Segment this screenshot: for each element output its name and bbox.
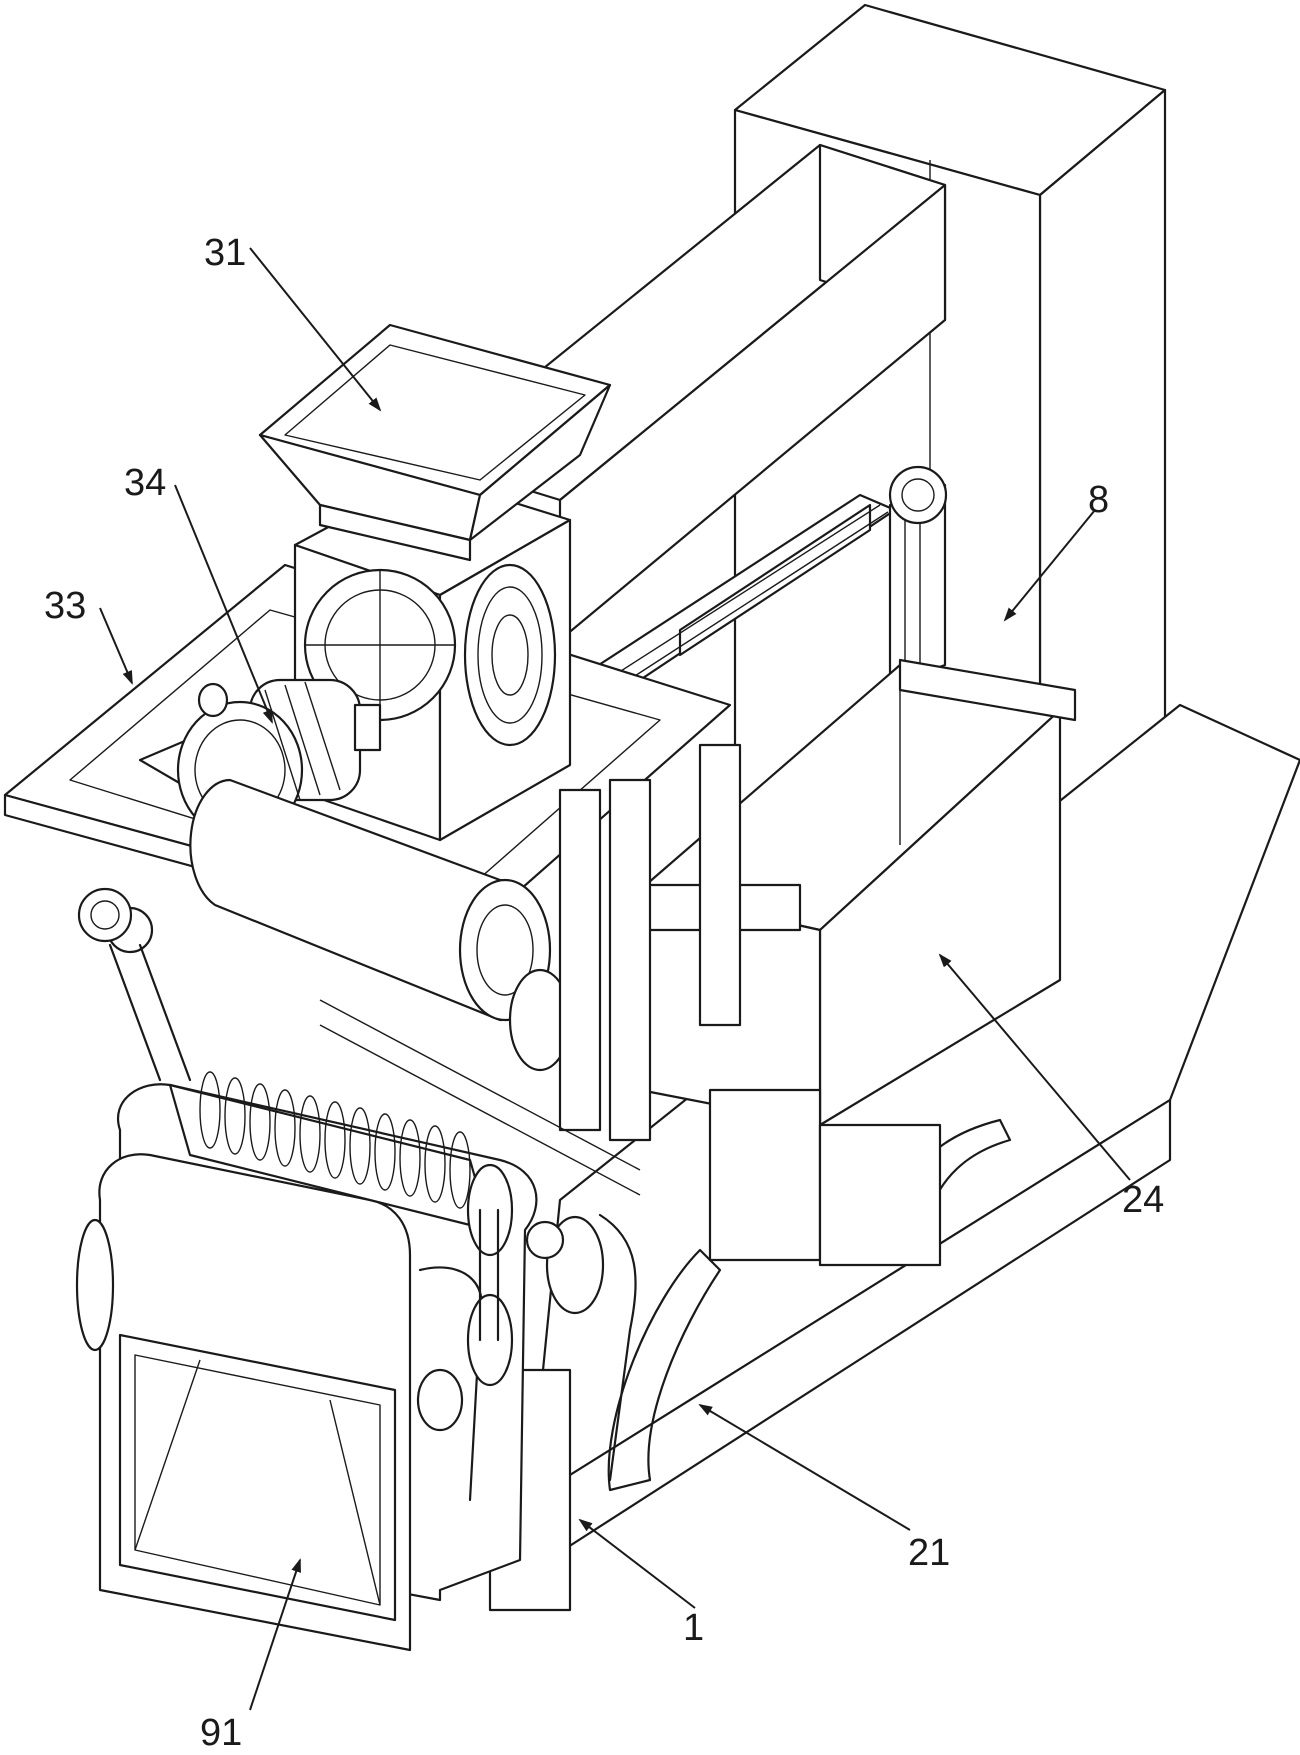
label-8: 8 — [1088, 479, 1109, 521]
collection-box — [628, 658, 1077, 1267]
reference-labels: 31 34 33 8 24 21 1 91 — [44, 232, 1164, 1754]
label-91: 91 — [200, 1712, 242, 1754]
leader-91 — [249, 1558, 301, 1711]
label-1: 1 — [683, 1607, 704, 1649]
label-34: 34 — [124, 462, 166, 504]
leader-21 — [698, 1403, 911, 1531]
leader-lines — [99, 247, 1131, 1711]
vertical-guides — [319, 743, 742, 1196]
label-24: 24 — [1122, 1179, 1164, 1221]
leader-24 — [938, 953, 1131, 1181]
label-21: 21 — [908, 1532, 950, 1574]
leader-31 — [249, 247, 382, 412]
leader-34 — [174, 484, 273, 724]
label-31: 31 — [204, 232, 246, 274]
spring-roller — [75, 1071, 605, 1432]
leader-1 — [578, 1518, 696, 1609]
leader-33 — [99, 607, 133, 685]
label-33: 33 — [44, 585, 86, 627]
conveyor-roller — [77, 778, 572, 1082]
leader-8 — [1003, 509, 1096, 622]
